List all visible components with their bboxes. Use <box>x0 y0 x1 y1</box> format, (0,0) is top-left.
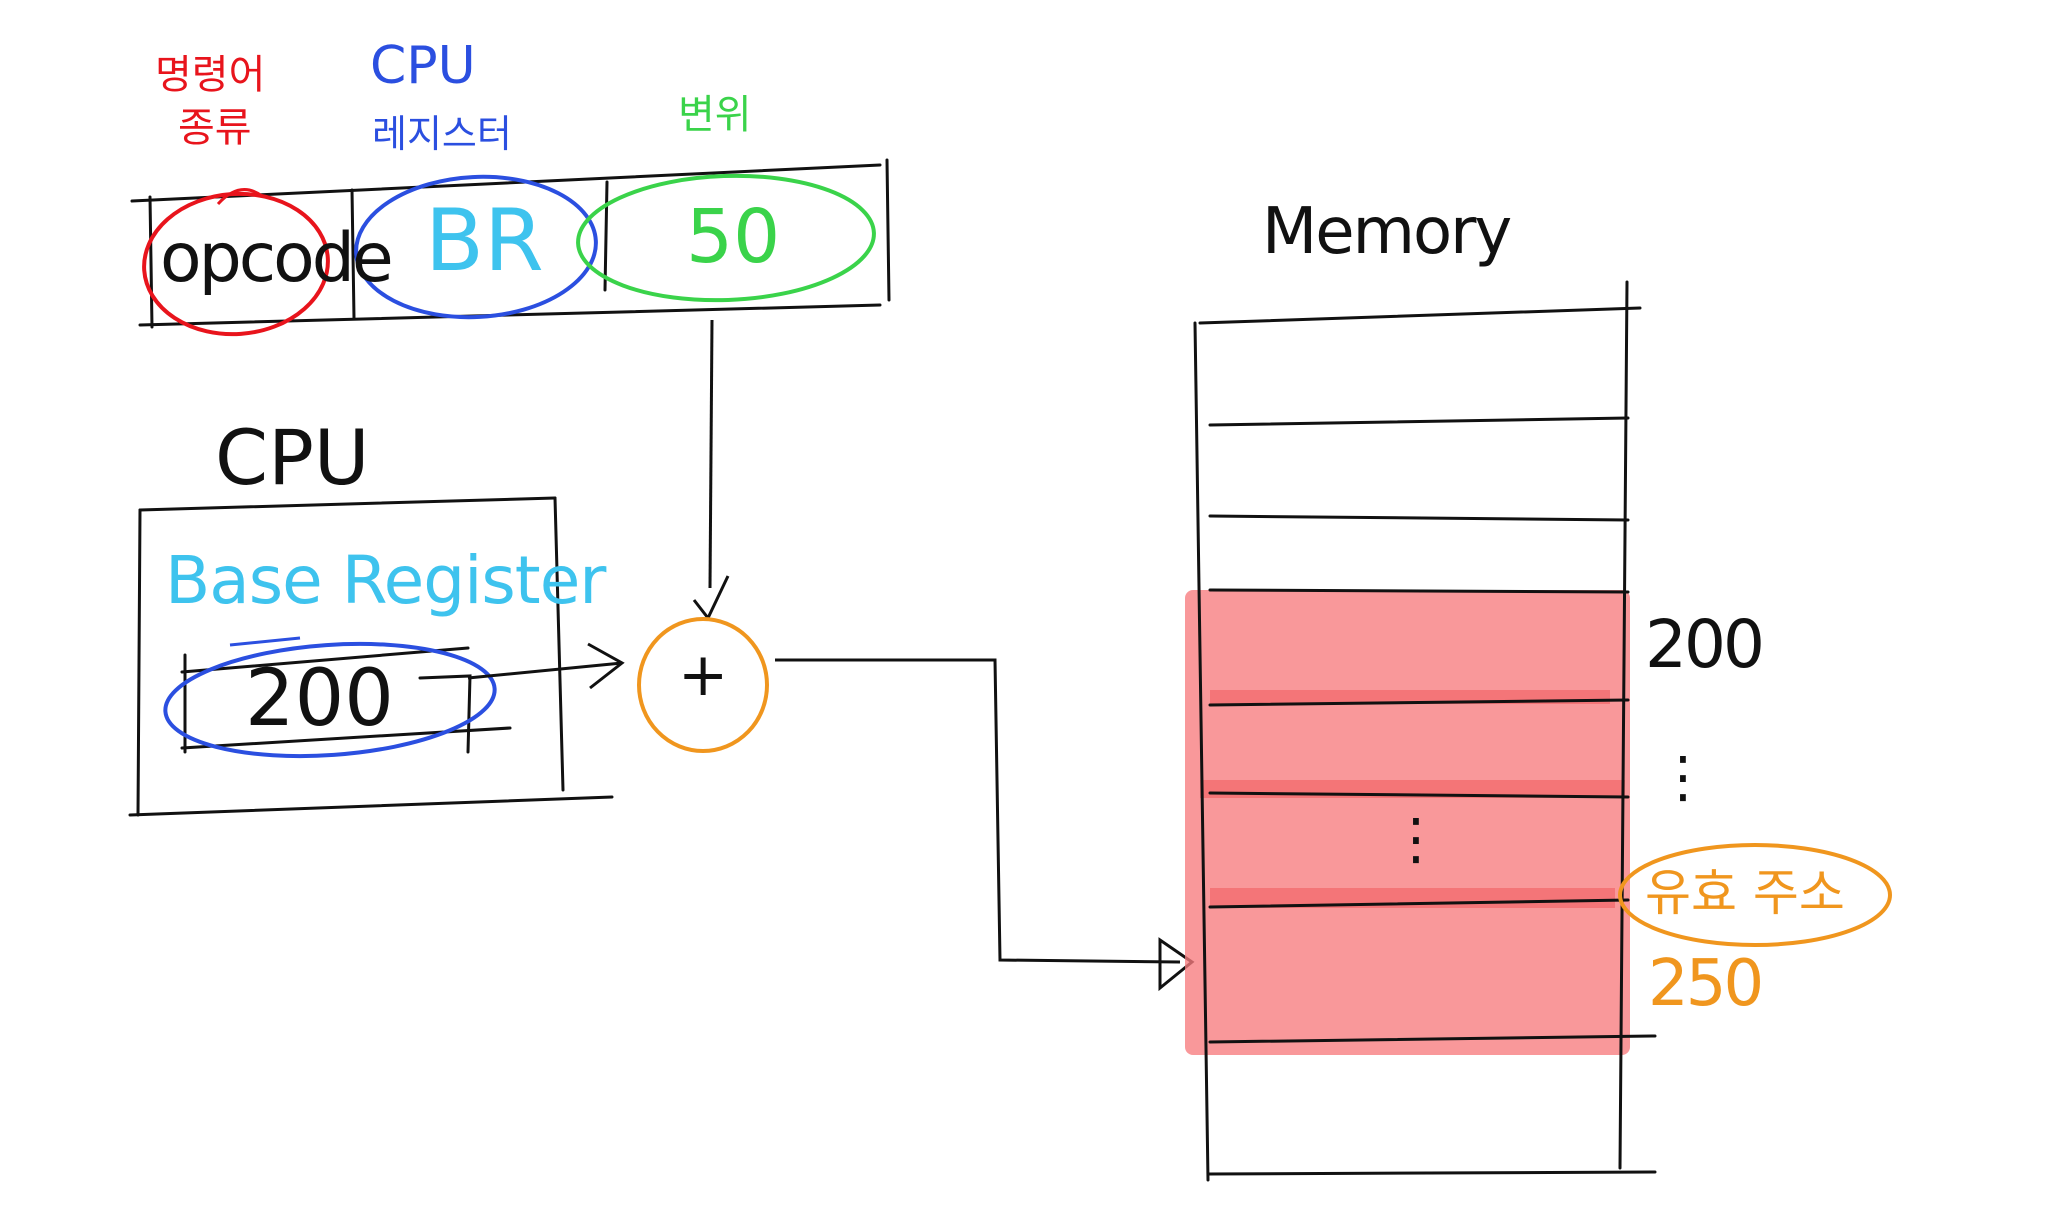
opcode-caption-line1: 명령어 <box>155 52 266 98</box>
memory-highlight-region <box>1185 590 1630 1055</box>
displacement-to-adder-line <box>708 319 714 589</box>
displacement-caption: 변위 <box>678 92 752 138</box>
base-register-value: 200 <box>245 654 394 744</box>
cpu-title: CPU <box>215 413 370 502</box>
memory-ellipsis-right: ⋮ <box>1655 745 1711 810</box>
register-field: BR <box>425 191 544 291</box>
base-register-name: Base Register <box>165 542 606 619</box>
memory-column <box>1193 280 1657 1182</box>
effective-address-label: 유효 주소 <box>1645 864 1845 922</box>
opcode-caption-pointer <box>216 188 263 206</box>
base-register-pointer <box>229 636 301 647</box>
adder-to-memory-line <box>775 658 1181 964</box>
displacement-highlight-circle <box>576 173 876 303</box>
effective-address-circle <box>1618 843 1892 947</box>
register-to-adder-arrowhead <box>587 642 625 690</box>
opcode-caption-line2: 종류 <box>178 105 252 151</box>
base-register-box <box>180 646 512 754</box>
memory-start-address: 200 <box>1645 606 1765 683</box>
base-register-highlight-circle <box>163 641 497 759</box>
register-caption-line1: CPU <box>370 36 476 96</box>
adder-to-memory-arrowhead <box>1158 937 1195 992</box>
effective-address-value: 250 <box>1648 947 1764 1021</box>
register-highlight-circle <box>354 174 598 320</box>
memory-title: Memory <box>1262 195 1512 269</box>
memory-ellipsis-inside: ⋮ <box>1388 807 1444 872</box>
adder-circle <box>637 617 769 753</box>
register-caption-line2: 레지스터 <box>372 112 512 156</box>
register-to-adder-arrow <box>467 661 623 680</box>
cpu-box <box>128 496 614 817</box>
displacement-field: 50 <box>686 194 781 280</box>
adder-symbol: + <box>678 640 729 710</box>
opcode-field: opcode <box>160 219 394 298</box>
